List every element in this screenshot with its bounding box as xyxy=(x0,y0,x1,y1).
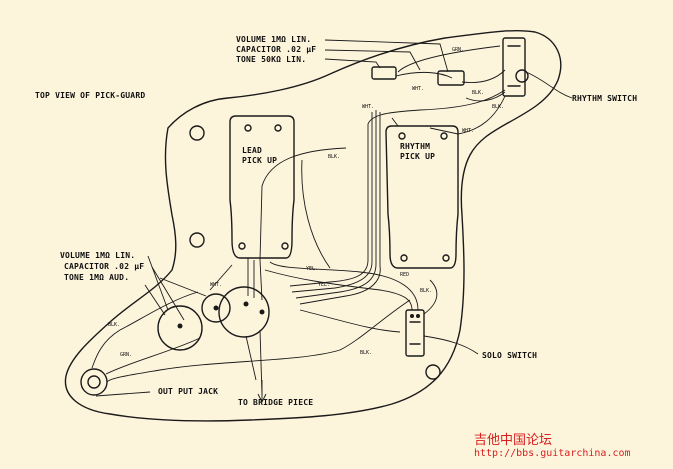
solo-switch xyxy=(405,309,425,357)
wire-label: YEL. xyxy=(306,266,319,272)
screw-hole xyxy=(189,232,205,248)
wire-label: BLK. xyxy=(328,154,341,160)
wiring-harness xyxy=(91,45,506,396)
output-jack-label: OUT PUT JACK xyxy=(158,387,219,396)
wire-label: YEL. xyxy=(318,282,331,288)
wire-label: GRN. xyxy=(452,47,465,53)
capacitor-label: CAPACITOR .02 µF xyxy=(64,262,145,271)
screw-hole xyxy=(515,69,529,83)
rhythm-switch-label: RHYTHM SWITCH xyxy=(572,94,638,103)
wire-label: BLK. xyxy=(472,90,485,96)
output-jack xyxy=(80,368,108,396)
rhythm-capacitor-label: CAPACITOR .02 µF xyxy=(236,45,317,54)
rhythm-pickup xyxy=(385,125,459,269)
wire-label: RED xyxy=(400,272,410,278)
rhythm-tone-label: TONE 50KΩ LIN. xyxy=(236,55,307,64)
tone-pot xyxy=(157,305,203,351)
tone-label: TONE 1MΩ AUD. xyxy=(64,273,130,282)
rhythm-volume-label: VOLUME 1MΩ LIN. xyxy=(236,35,312,44)
rhythm-pickup-label: RHYTHM PICK UP xyxy=(400,142,436,161)
volume-pot xyxy=(218,286,270,338)
wire-label: WHT. xyxy=(412,86,425,92)
wire-label: BLK. xyxy=(360,350,373,356)
rhythm-switch xyxy=(502,37,526,97)
bridge-piece-label: TO BRIDGE PIECE xyxy=(238,398,314,407)
solo-switch-label: SOLO SWITCH xyxy=(482,351,538,360)
watermark-chinese: 吉他中国论坛 xyxy=(474,433,553,448)
rhythm-volume-pot xyxy=(371,66,397,80)
wire-label: WHT. xyxy=(462,128,475,134)
screw-hole xyxy=(425,364,441,380)
wire-label: WHT. xyxy=(210,282,223,288)
rhythm-tone-pot xyxy=(437,70,465,86)
lead-pickup xyxy=(229,115,295,259)
wire-label: GRN. xyxy=(120,352,133,358)
watermark-url: http://bbs.guitarchina.com xyxy=(474,448,631,459)
volume-label: VOLUME 1MΩ LIN. xyxy=(60,251,136,260)
screw-hole xyxy=(189,125,205,141)
top-view-label: TOP VIEW OF PICK-GUARD xyxy=(35,91,146,100)
wire-label: BLK. xyxy=(420,288,433,294)
wire-label: WHT. xyxy=(362,104,375,110)
pickguard-outline xyxy=(64,30,562,422)
wire-label: BLK. xyxy=(108,322,121,328)
wire-label: BLK. xyxy=(492,104,505,110)
lead-pickup-label: LEAD PICK UP xyxy=(242,146,278,165)
